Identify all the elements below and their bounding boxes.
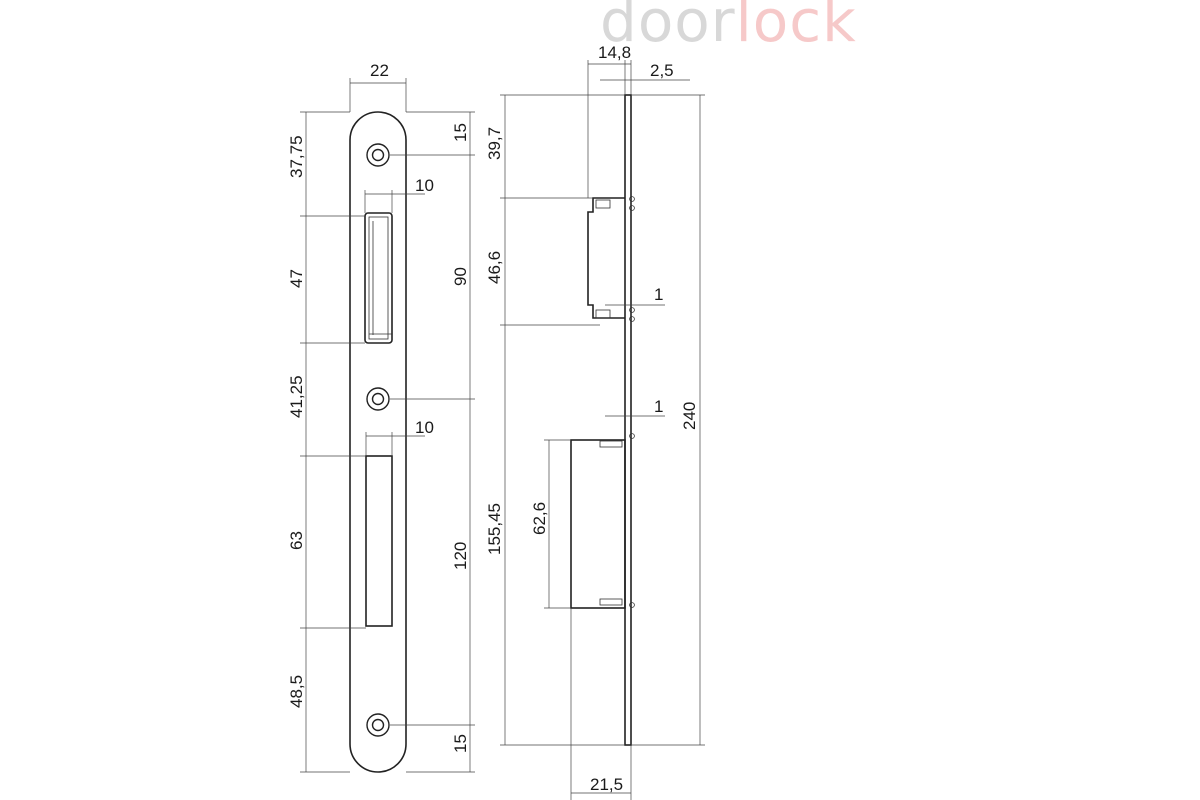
dim-41-25: 41,25 xyxy=(287,375,306,418)
dim-155-45: 155,45 xyxy=(485,503,504,555)
dim-120: 120 xyxy=(451,542,470,570)
dim-48-5: 48,5 xyxy=(287,675,306,708)
lower-box-side xyxy=(570,439,626,609)
upper-latch-slot xyxy=(364,212,393,344)
strike-plate-side xyxy=(624,94,632,746)
dim-47: 47 xyxy=(287,269,306,288)
lower-bolt-slot xyxy=(365,455,393,627)
dim-2-5: 2,5 xyxy=(650,61,674,80)
dim-top-hole: 15 xyxy=(451,123,470,142)
screw-hole-middle xyxy=(366,387,390,411)
dim-62-6: 62,6 xyxy=(530,502,549,535)
dim-90: 90 xyxy=(451,267,470,286)
dim-gap-lower: 1 xyxy=(654,397,663,416)
dim-39-7: 39,7 xyxy=(485,127,504,160)
dim-14-8: 14,8 xyxy=(598,43,631,62)
dim-bottom-hole: 15 xyxy=(451,734,470,753)
dim-37-75: 37,75 xyxy=(287,135,306,178)
screw-hole-top xyxy=(366,143,390,167)
dim-240: 240 xyxy=(680,402,699,430)
dim-slot-width-lower: 10 xyxy=(415,418,434,437)
side-view: 14,8 2,5 39,7 46,6 155,45 62,6 1 1 240 2… xyxy=(485,43,705,800)
dim-slot-width-upper: 10 xyxy=(415,176,434,195)
dim-46-6: 46,6 xyxy=(485,251,504,284)
dim-21-5: 21,5 xyxy=(590,775,623,794)
front-view: 22 15 15 10 10 37,75 47 41,25 63 48,5 90… xyxy=(287,61,475,773)
doorlock-logo: doorlock xyxy=(600,0,857,55)
dim-width: 22 xyxy=(370,61,389,80)
screw-hole-bottom xyxy=(366,713,390,737)
dim-gap-upper: 1 xyxy=(654,285,663,304)
strike-plate-front xyxy=(349,111,407,773)
dim-63: 63 xyxy=(287,531,306,550)
upper-box-side xyxy=(587,197,625,319)
